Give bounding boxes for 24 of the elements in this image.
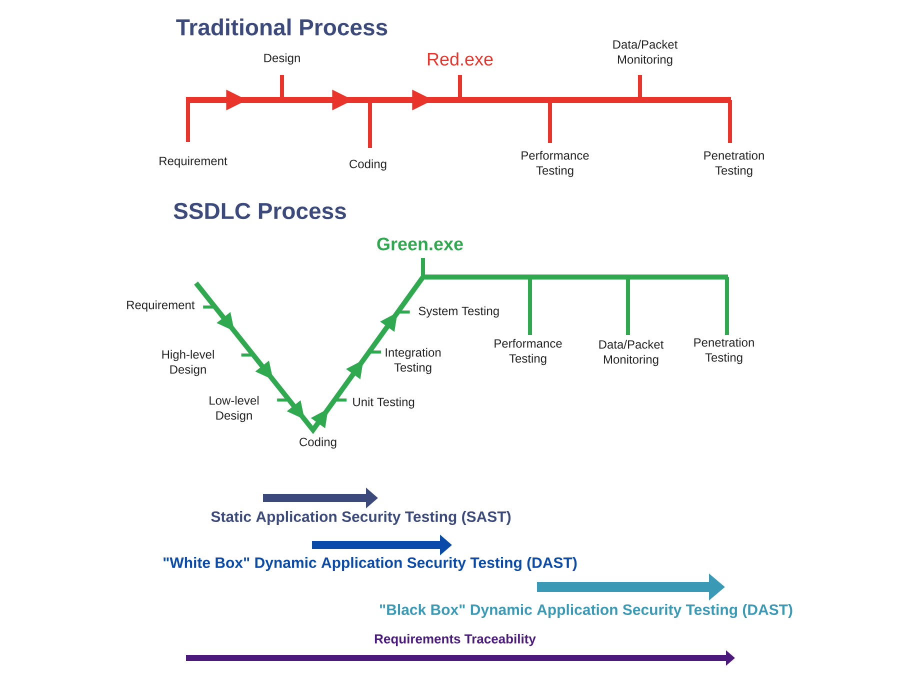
stage-label: Unit Testing xyxy=(353,397,414,409)
process-label: "White Box" Dynamic Application Security Testing (DAST) xyxy=(164,556,577,572)
stage-label: Data/Packet Monitoring xyxy=(613,40,678,66)
process-label: "Black Box" Dynamic Application Security Testing (DAST) xyxy=(380,604,792,618)
stage-label: Requirement xyxy=(127,300,195,312)
stage-label: Data/Packet Monitoring xyxy=(599,340,664,366)
stage-label: Coding xyxy=(300,437,336,449)
stage-label: High-level Design xyxy=(162,350,214,376)
stage-label: System Testing xyxy=(418,306,499,318)
stage-label: Integration Testing xyxy=(386,348,441,374)
process-label: Red.exe xyxy=(428,52,493,66)
process-label: Green.exe xyxy=(377,238,463,250)
stage-label: Penetration Testing xyxy=(704,150,764,178)
stage-label: Coding xyxy=(350,159,386,171)
stage-label: Low-level Design xyxy=(210,396,259,422)
stage-label: Performance Testing xyxy=(522,150,589,178)
heading: Traditional Process xyxy=(176,18,388,36)
heading: SSDLC Process xyxy=(174,202,346,220)
stage-label: Requirement xyxy=(160,156,228,168)
stage-label: Penetration Testing xyxy=(694,338,754,364)
process-label: Requirements Traceability xyxy=(374,634,536,646)
process-label: Static Application Security Testing (SAST) xyxy=(211,510,511,526)
stage-label: Performance Testing xyxy=(494,338,562,366)
stage-label: Design xyxy=(264,53,300,65)
